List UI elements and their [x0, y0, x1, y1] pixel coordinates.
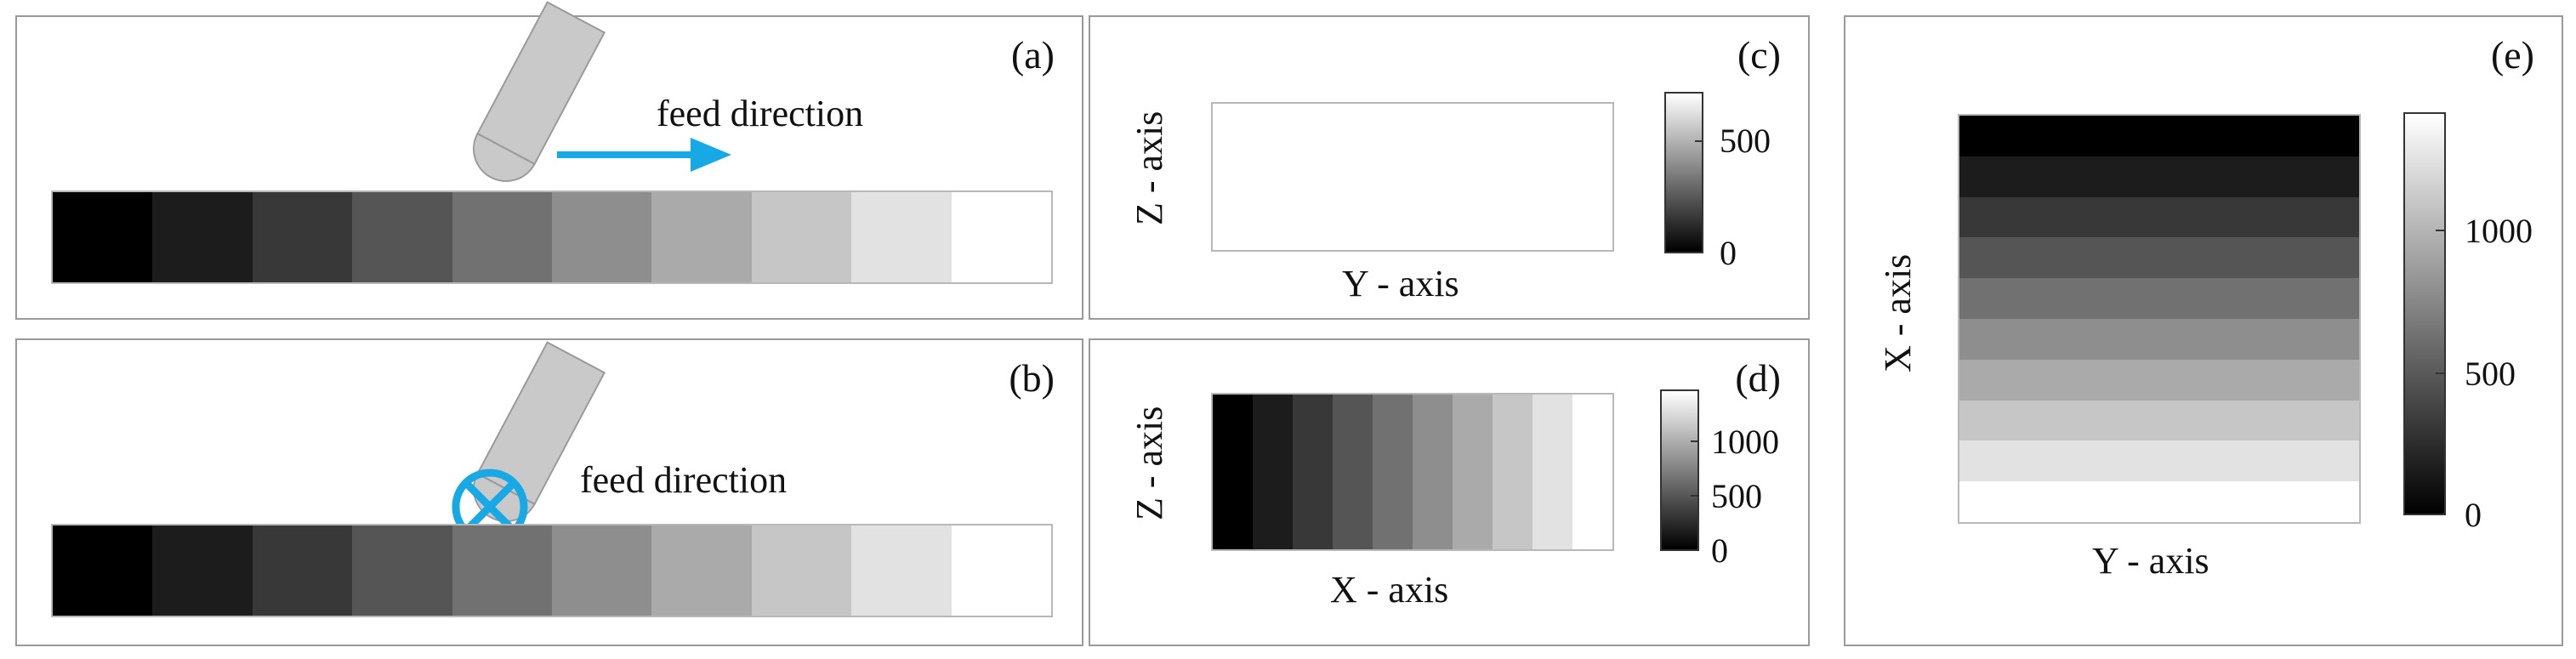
gray-level-cell: [1572, 395, 1612, 549]
yz-plane-plot: [1211, 102, 1614, 252]
colorbar-c-tick: [1695, 252, 1703, 253]
gray-level-cell: [851, 192, 952, 282]
gray-level-cell: [552, 192, 652, 282]
feed-direction-label: feed direction: [580, 459, 788, 501]
panel-e-label: (e): [2490, 33, 2534, 77]
panel-e: (e) X - axis Y - axis 1000 500 0: [1844, 15, 2563, 646]
colorbar-e-tick: [2436, 372, 2444, 374]
gradient-strip-a: [51, 190, 1053, 284]
gray-level-cell: [1959, 237, 2359, 279]
gray-level-cell: [252, 192, 353, 282]
gray-level-cell: [1293, 395, 1333, 549]
gray-level-cell: [751, 192, 852, 282]
panel-c: (c) Z - axis Y - axis 500 0: [1089, 15, 1810, 320]
gray-level-cell: [352, 192, 452, 282]
colorbar-e-tick-label: 500: [2465, 355, 2516, 393]
gray-level-cell: [1493, 395, 1533, 549]
gray-level-cell: [651, 192, 752, 282]
colorbar-d-tick-label: 1000: [1711, 423, 1779, 461]
colorbar-e-tick-label: 0: [2465, 496, 2482, 534]
gray-level-cell: [851, 525, 952, 616]
colorbar-d-tick-label: 0: [1711, 531, 1728, 570]
gray-level-cell: [1959, 156, 2359, 197]
gray-level-cell: [1453, 395, 1493, 549]
z-axis-label: Z - axis: [1129, 406, 1170, 520]
x-axis-label: X - axis: [1330, 569, 1449, 611]
gray-level-cell: [951, 525, 1052, 616]
gray-level-cell: [1959, 440, 2359, 482]
gray-level-cell: [152, 525, 253, 616]
gray-level-cell: [1413, 395, 1453, 549]
tool-icon: [473, 1, 606, 182]
gray-level-cell: [1959, 278, 2359, 319]
feed-direction-label: feed direction: [657, 93, 864, 134]
colorbar-d: [1660, 389, 1699, 551]
panel-a-label: (a): [1010, 33, 1055, 77]
gray-level-cell: [1959, 359, 2359, 401]
gray-level-cell: [552, 525, 652, 616]
colorbar-c-tick-label: 0: [1720, 234, 1737, 272]
panel-b-label: (b): [1009, 356, 1055, 400]
gray-level-cell: [651, 525, 752, 616]
x-axis-label: X - axis: [1877, 253, 1919, 372]
gradient-strip-b: [51, 524, 1053, 617]
gray-level-cell: [1533, 395, 1572, 549]
gray-level-cell: [1959, 400, 2359, 441]
colorbar-d-tick: [1691, 440, 1699, 442]
gray-level-cell: [1253, 395, 1293, 549]
panel-d-label: (d): [1735, 356, 1781, 400]
gray-level-cell: [352, 525, 452, 616]
feed-arrow-icon: [557, 138, 731, 172]
colorbar-e-tick: [2436, 514, 2444, 515]
gray-level-cell: [1959, 481, 2359, 522]
gray-level-cell: [1213, 395, 1253, 549]
panel-d: (d) Z - axis X - axis 1000 500 0: [1089, 338, 1810, 646]
gray-level-cell: [951, 192, 1052, 282]
gray-level-cell: [751, 525, 852, 616]
gray-level-cell: [53, 192, 153, 282]
xz-plane-plot: [1211, 393, 1614, 551]
gray-level-cell: [1373, 395, 1413, 549]
gray-level-cell: [1959, 196, 2359, 238]
gray-level-cell: [152, 192, 253, 282]
panel-c-label: (c): [1737, 33, 1781, 77]
y-axis-label: Y - axis: [1342, 263, 1459, 304]
gray-level-cell: [452, 525, 553, 616]
colorbar-d-tick-label: 500: [1711, 477, 1762, 515]
gray-level-cell: [1333, 395, 1373, 549]
colorbar-c-tick: [1695, 140, 1703, 142]
y-axis-label: Y - axis: [2092, 540, 2209, 582]
colorbar-c: [1664, 92, 1703, 253]
gray-level-cell: [1959, 318, 2359, 360]
colorbar-c-tick-label: 500: [1720, 122, 1771, 160]
xy-plane-plot: [1958, 114, 2361, 524]
panel-b: (b) feed direction: [15, 338, 1083, 646]
colorbar-d-tick: [1691, 495, 1699, 497]
gray-level-cell: [252, 525, 353, 616]
colorbar-d-tick: [1691, 549, 1699, 551]
colorbar-e-tick: [2436, 230, 2444, 231]
gray-level-cell: [452, 192, 553, 282]
z-axis-label: Z - axis: [1129, 111, 1170, 225]
colorbar-e: [2403, 112, 2446, 515]
panel-a: (a) feed direction: [15, 1, 1083, 320]
colorbar-e-tick-label: 1000: [2465, 212, 2533, 250]
gray-level-cell: [1959, 116, 2359, 156]
gray-level-cell: [53, 525, 153, 616]
